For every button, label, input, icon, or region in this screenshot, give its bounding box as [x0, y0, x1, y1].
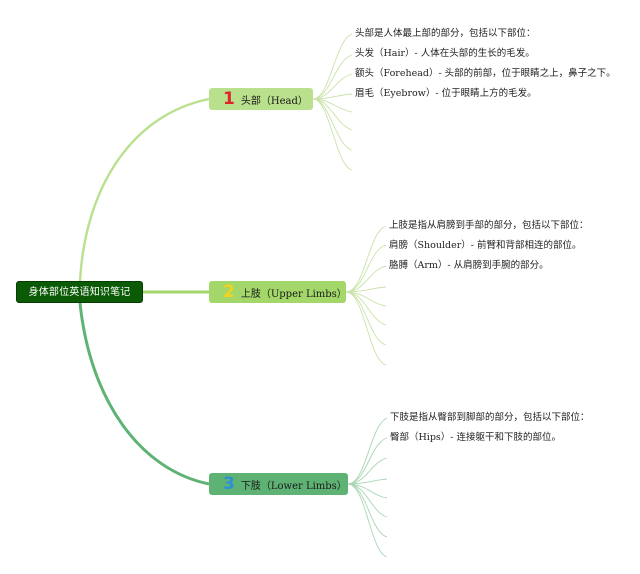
branch-number-2: 2 [223, 282, 235, 302]
leaf-fan-branch-3 [347, 417, 388, 558]
branch-number-3: 3 [223, 474, 235, 494]
leaf-upper-intro: 上肢是指从肩膀到手部的部分，包括以下部位： [389, 220, 589, 231]
leaf-fan-branch-1 [312, 33, 353, 171]
branch-upper-limbs[interactable]: 2 上肢（Upper Limbs） [209, 281, 347, 303]
leaf-fan-branch-2 [345, 225, 387, 366]
leaf-head-hair: 头发（Hair）- 人体在头部的生长的毛发。 [355, 48, 535, 59]
connector-root-branch-3 [78, 302, 210, 486]
leaf-lower-intro: 下肢是指从臀部到脚部的部分，包括以下部位： [390, 412, 590, 423]
leaf-lower-hips: 臀部（Hips）- 连接躯干和下肢的部位。 [390, 432, 562, 443]
branch-label-lower-limbs: 下肢（Lower Limbs） [240, 480, 347, 492]
leaf-head-eyebrow: 眉毛（Eyebrow）- 位于眼睛上方的毛发。 [355, 88, 537, 99]
leaf-head-intro: 头部是人体最上部的部分，包括以下部位： [355, 28, 536, 39]
leaf-head-forehead: 额头（Forehead）- 头部的前部，位于眼睛之上，鼻子之下。 [355, 68, 616, 79]
branch-lower-limbs[interactable]: 3 下肢（Lower Limbs） [209, 473, 348, 495]
leaf-upper-shoulder: 肩膀（Shoulder）- 前臂和背部相连的部位。 [389, 240, 582, 251]
connector-root-branch-1 [78, 97, 210, 282]
branch-number-1: 1 [223, 89, 235, 109]
branch-head[interactable]: 1 头部（Head） [209, 88, 313, 110]
root-topic[interactable]: 身体部位英语知识笔记 [16, 281, 143, 303]
leaf-upper-arm: 胳膊（Arm）- 从肩膀到手腕的部分。 [389, 260, 549, 271]
branch-label-head: 头部（Head） [240, 95, 308, 107]
branch-label-upper-limbs: 上肢（Upper Limbs） [240, 288, 347, 300]
